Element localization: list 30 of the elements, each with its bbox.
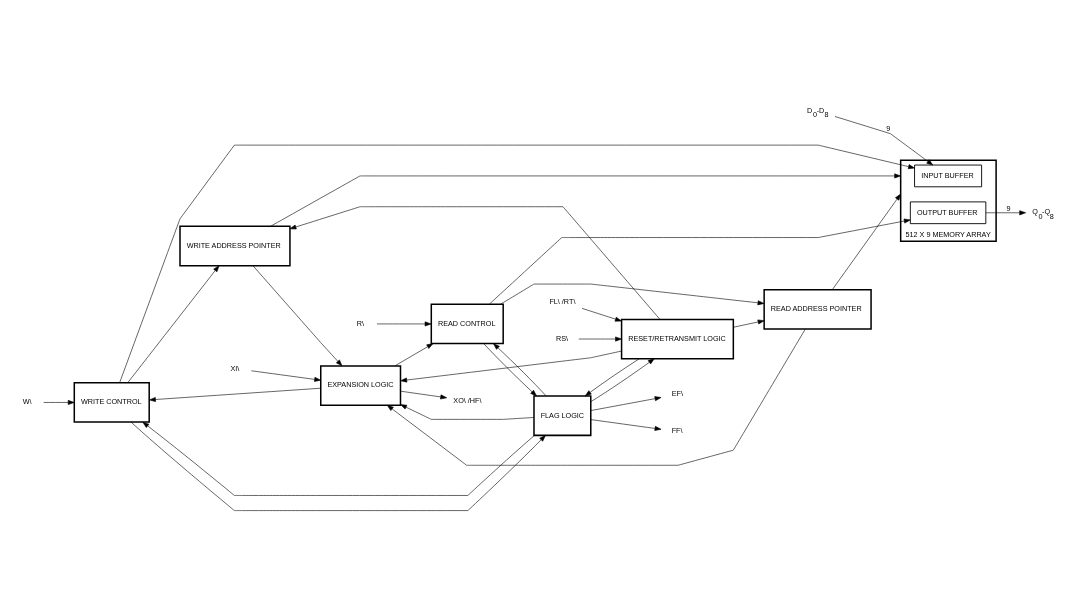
arrow xyxy=(584,358,640,397)
arrow xyxy=(590,419,662,431)
arrow xyxy=(590,358,655,403)
arrow xyxy=(43,400,75,405)
arrow xyxy=(733,319,765,328)
arrow xyxy=(400,350,622,383)
arrow xyxy=(493,343,547,397)
arrow xyxy=(289,206,661,320)
arrow xyxy=(590,396,662,411)
arrow xyxy=(270,173,901,227)
arrow xyxy=(252,265,343,367)
arrow xyxy=(127,265,220,384)
arrow xyxy=(483,343,537,397)
arrow xyxy=(386,329,806,466)
arrow xyxy=(251,370,321,382)
arrow xyxy=(142,421,535,496)
arrow xyxy=(834,116,934,166)
arrow xyxy=(376,321,432,327)
arrow xyxy=(500,283,765,306)
arrow xyxy=(130,421,546,511)
arrow xyxy=(985,210,1026,216)
arrow xyxy=(832,193,901,290)
arrow xyxy=(400,404,535,420)
arrow xyxy=(394,343,434,367)
arrow xyxy=(581,308,622,322)
arrow xyxy=(119,144,915,384)
arrow xyxy=(149,387,321,402)
arrow xyxy=(400,390,447,400)
arrow xyxy=(489,218,911,305)
arrow xyxy=(578,336,622,342)
